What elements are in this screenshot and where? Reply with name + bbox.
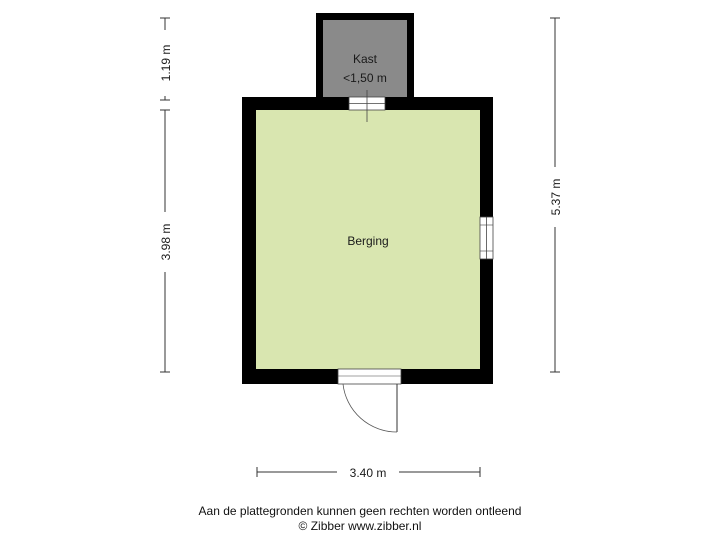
dimension-left-main: 3.98 m [159,224,173,261]
footer-disclaimer: Aan de plattegronden kunnen geen rechten… [198,504,522,518]
dimension-left-top: 1.19 m [159,45,173,82]
dimension-bottom-width: 3.40 m [350,466,387,480]
closet-height-note: <1,50 m [343,71,387,85]
storage-room [256,110,480,369]
door-swing-arc [342,383,398,433]
footer-copyright: © Zibber www.zibber.nl [298,519,422,533]
door-opening [337,368,402,385]
storage-label: Berging [347,234,388,248]
dimension-right-total: 5.37 m [549,179,563,216]
closet-label: Kast [353,52,378,66]
closet-room [323,20,407,104]
